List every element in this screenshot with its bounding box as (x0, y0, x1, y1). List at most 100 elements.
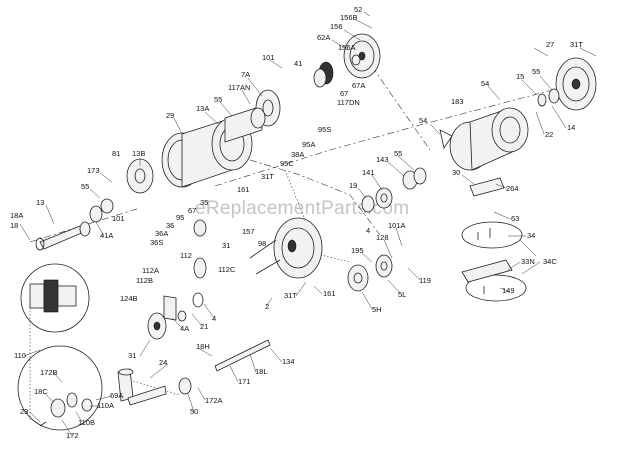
callout-c21: 21 (200, 322, 208, 331)
leader-lines (19, 11, 597, 437)
callout-c183: 183 (451, 97, 464, 106)
callout-c4: 4 (212, 314, 216, 323)
callout-c31Tc: 31T (570, 40, 583, 49)
callout-c50: 50 (190, 407, 198, 416)
spool-assembly (161, 105, 263, 188)
callout-c161a: 161 (237, 185, 250, 194)
callout-c38A: 38A (291, 150, 304, 159)
callout-c67b: 67 (188, 206, 196, 215)
callout-c24: 24 (159, 358, 167, 367)
callout-c22: 22 (545, 130, 553, 139)
callout-c29: 29 (166, 111, 174, 120)
callout-c13A: 13A (196, 104, 209, 113)
callout-c264: 264 (506, 184, 519, 193)
callout-c143: 143 (376, 155, 389, 164)
callout-c54a: 54 (481, 79, 489, 88)
right-sideplate-27 (537, 57, 597, 111)
callout-c112: 112 (180, 251, 192, 260)
callout-c95S: 95S (318, 125, 331, 134)
callout-c31Tb: 31T (284, 291, 297, 300)
ratchet-and-pinion (147, 219, 207, 340)
callout-c19: 19 (349, 181, 357, 190)
callout-c156: 156 (330, 22, 343, 31)
callout-c4b: 4 (366, 226, 370, 235)
callout-c13B: 13B (132, 149, 145, 158)
callout-c112B: 112B (136, 276, 153, 285)
callout-c141: 141 (362, 168, 375, 177)
callout-c101A: 101A (388, 221, 406, 230)
callout-c110: 110 (14, 351, 26, 360)
callout-c124B: 124B (120, 294, 138, 303)
callout-c18A: 18A (10, 211, 23, 220)
sideplate-cap (343, 33, 381, 79)
callout-c110B: 110B (78, 418, 95, 427)
callout-c13: 13 (36, 198, 44, 207)
bearing-143-55 (402, 167, 427, 190)
callout-c67A: 67A (352, 81, 365, 90)
callout-c81: 81 (112, 149, 120, 158)
callout-c128: 128 (376, 233, 389, 242)
callout-c62A: 62A (317, 33, 330, 42)
callout-labels: 52 156B 156 62A 156A 67A 67 117DN 41 101… (10, 5, 583, 440)
callout-c101a: 101 (262, 53, 275, 62)
callout-c31Ta: 31T (261, 172, 274, 181)
handle-assembly (17, 339, 271, 431)
callout-c98: 98 (258, 239, 266, 248)
callout-c172B: 172B (40, 368, 58, 377)
callout-c157: 157 (242, 227, 255, 236)
callout-c173: 173 (87, 166, 100, 175)
callout-c95A: 95A (302, 140, 315, 149)
callout-c95C: 95C (280, 159, 294, 168)
callout-c14: 14 (567, 123, 575, 132)
assembly-axis-main (29, 87, 561, 243)
callout-c55b: 55 (81, 182, 89, 191)
callout-c172A: 172A (205, 396, 223, 405)
callout-c23: 23 (20, 407, 28, 416)
callout-c15: 15 (516, 72, 524, 81)
callout-c134: 134 (282, 357, 295, 366)
callout-c34C: 34C (543, 257, 557, 266)
gear-sideplate (249, 217, 323, 279)
reel-frame-183 (439, 107, 529, 171)
callout-c5H: 5H (372, 305, 382, 314)
callout-c2: 2 (265, 302, 269, 311)
watermark-text: eReplacementParts.com (195, 198, 409, 219)
callout-c195: 195 (351, 246, 364, 255)
callout-c54b: 54 (419, 116, 427, 125)
callout-c55d: 55 (394, 149, 402, 158)
callout-c36S: 36S (150, 238, 163, 247)
callout-c52: 52 (354, 5, 362, 14)
bearing-19-141 (361, 187, 393, 213)
callout-c7A: 7A (241, 70, 250, 79)
callout-c18H: 18H (196, 342, 210, 351)
handle-shaft-13 (35, 198, 114, 251)
callout-c156A: 156A (338, 43, 356, 52)
callout-c31a: 31 (222, 241, 230, 250)
drag-washer-stack (250, 89, 281, 129)
callout-c5L: 5L (398, 290, 406, 299)
drag-spring (313, 61, 334, 88)
rod-clamp-assembly (461, 177, 527, 302)
callout-c31b: 31 (128, 351, 136, 360)
callout-c171: 171 (238, 377, 251, 386)
callout-c63: 63 (511, 214, 519, 223)
callout-c30: 30 (452, 168, 460, 177)
callout-c117DN: 117DN (337, 98, 360, 107)
callout-c161b: 161 (323, 289, 336, 298)
callout-c41A: 41A (100, 231, 113, 240)
gear-detail-inset (20, 263, 90, 333)
callout-c117AN: 117AN (228, 83, 250, 92)
callout-c149: 149 (502, 286, 515, 295)
callout-c55a: 55 (214, 95, 222, 104)
callout-c36A: 36A (155, 229, 168, 238)
callout-c69A: 69A (110, 391, 123, 400)
main-gear-5H (347, 264, 369, 292)
callout-c34: 34 (527, 231, 535, 240)
callout-c95: 95 (176, 213, 184, 222)
callout-c112A: 112A (142, 266, 159, 275)
callout-c55c: 55 (532, 67, 540, 76)
callout-c35: 35 (200, 198, 208, 207)
callout-c36: 36 (166, 221, 174, 230)
